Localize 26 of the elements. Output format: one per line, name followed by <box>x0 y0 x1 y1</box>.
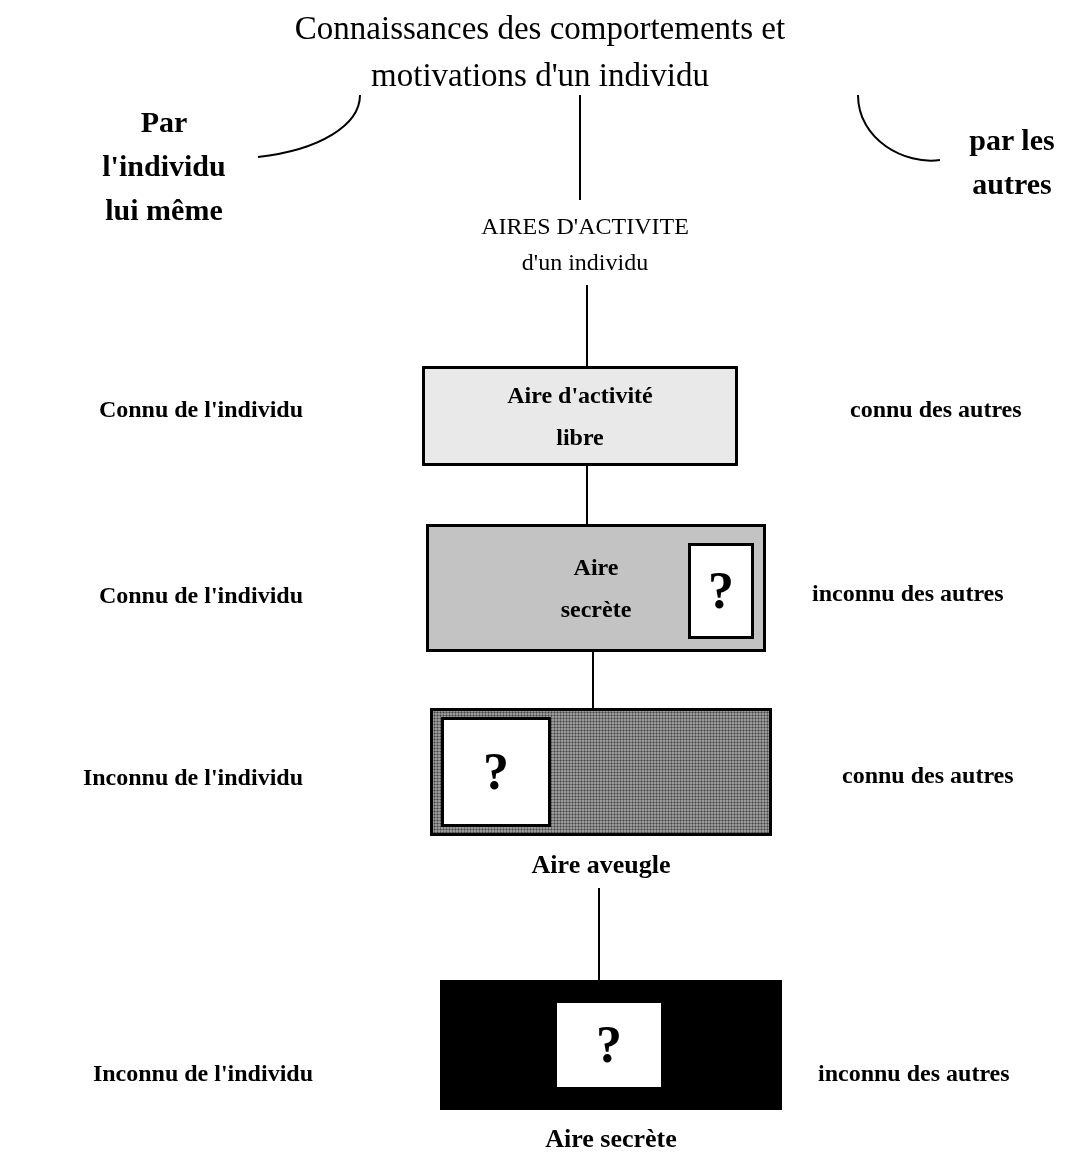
question-mark-box: ? <box>554 1000 664 1090</box>
row-label: inconnu des autres <box>818 1060 1010 1087</box>
connector-line <box>586 465 588 525</box>
connector-line <box>579 94 581 201</box>
question-mark-box: ? <box>688 543 754 639</box>
row-label: connu des autres <box>850 396 1022 423</box>
label-text: AIRES D'ACTIVITE d'un individu <box>420 200 750 285</box>
row-label: inconnu des autres <box>812 580 1004 607</box>
row-label: Inconnu de l'individu <box>82 764 303 791</box>
question-mark-box: ? <box>441 717 551 827</box>
label-text: par les autres <box>940 118 1084 210</box>
area-caption: Aire aveugle <box>530 849 672 881</box>
connector-line <box>598 887 600 981</box>
row-label: Inconnu de l'individu <box>92 1060 313 1087</box>
row-label: Connu de l'individu <box>98 582 303 609</box>
heading-text: Connaissances des comportements et motivations d'un individu <box>210 5 870 95</box>
row-label: Connu de l'individu <box>98 396 303 423</box>
connector-line <box>592 651 594 709</box>
label-text: Par l'individu lui même <box>70 100 258 240</box>
curved-connector <box>257 94 361 158</box>
row-label: connu des autres <box>842 762 1014 789</box>
area-box: Aire secrète ? <box>426 524 766 652</box>
connector-line <box>586 284 588 367</box>
area-box: Aire d'activité libre <box>422 366 738 466</box>
area-caption: Aire secrète <box>544 1123 678 1155</box>
curved-connector <box>857 94 941 162</box>
